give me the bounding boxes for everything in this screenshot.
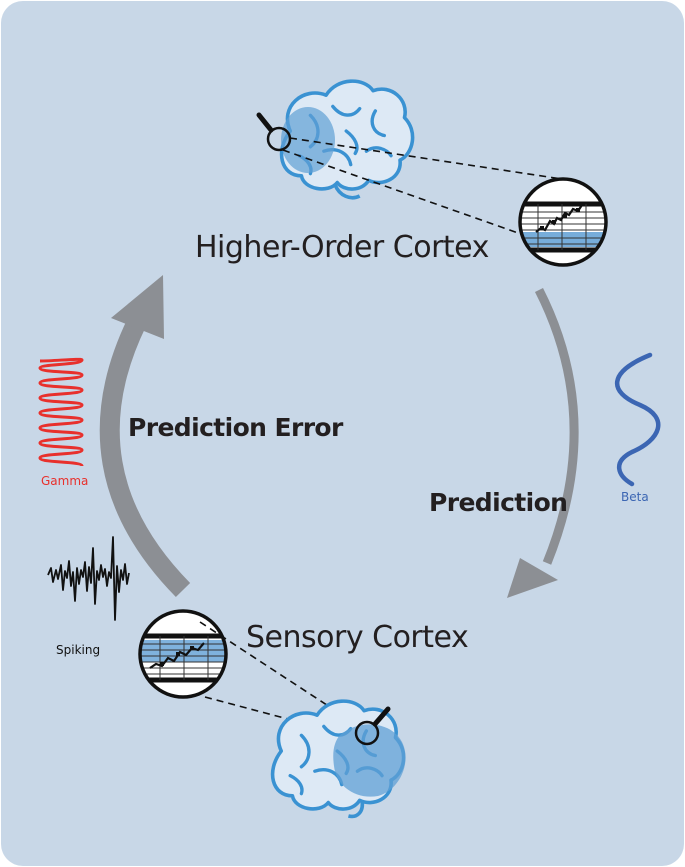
recording-panel-icon — [138, 609, 228, 699]
magnifier-icon — [354, 706, 391, 746]
prediction-error-arrow — [99, 317, 191, 598]
prediction-arrow — [534, 287, 579, 565]
sensory-cortex-label: Sensory Cortex — [246, 620, 469, 655]
beta-label: Beta — [621, 490, 649, 504]
spiking-label: Spiking — [56, 643, 101, 657]
magnifier-icon — [256, 112, 292, 152]
zoom-line — [282, 149, 536, 240]
gamma-wave-icon — [38, 357, 84, 468]
recording-panel-icon — [518, 177, 608, 267]
prediction-label: Prediction — [429, 488, 568, 517]
zoom-line — [289, 137, 576, 182]
beta-wave-icon — [615, 352, 661, 487]
gamma-label: Gamma — [41, 474, 89, 488]
prediction-error-arrowhead — [111, 275, 164, 339]
brain-highlight — [333, 724, 406, 797]
prediction-arrowhead — [507, 558, 558, 598]
prediction-error-label: Prediction Error — [128, 413, 343, 442]
higher-order-cortex-label: Higher-Order Cortex — [195, 230, 489, 265]
spike-train-icon — [47, 536, 130, 621]
